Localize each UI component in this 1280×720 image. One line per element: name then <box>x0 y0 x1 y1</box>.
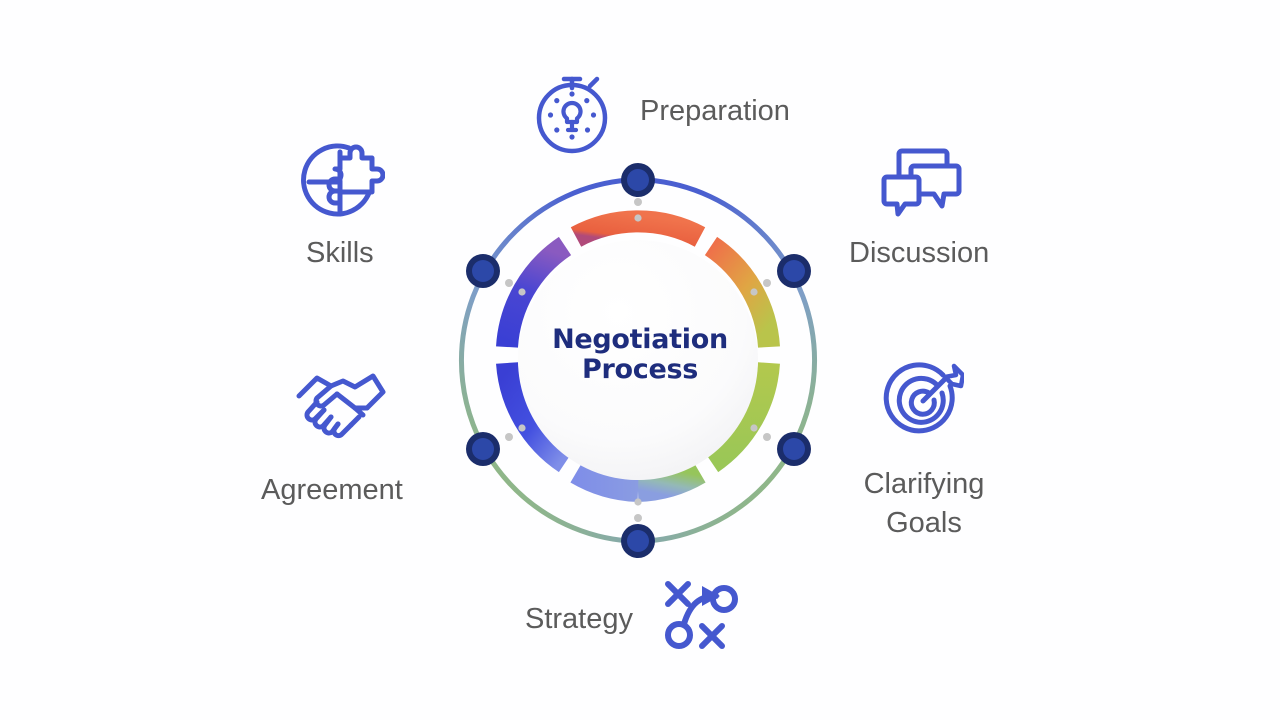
ring-segment-clarifying-goals <box>705 362 780 473</box>
ring-segment-goals-strategy <box>637 463 706 502</box>
label-discussion: Discussion <box>849 237 990 269</box>
label-preparation: Preparation <box>640 95 790 127</box>
ring-segment-preparation <box>570 210 706 247</box>
stopwatch-lightbulb-icon <box>528 64 616 161</box>
node-strategy[interactable] <box>621 524 655 558</box>
node-clarifying-goals[interactable] <box>777 432 811 466</box>
speech-bubbles-icon <box>880 144 962 225</box>
node-discussion[interactable] <box>777 254 811 288</box>
connector-dots <box>505 198 771 522</box>
outer-ring <box>459 177 817 544</box>
ring-segment-agreement <box>496 361 572 473</box>
center-disc <box>518 240 758 480</box>
target-arrow-icon <box>882 360 966 447</box>
puzzle-globe-icon <box>301 138 386 225</box>
label-agreement: Agreement <box>261 474 403 506</box>
ring-segment-strategy <box>570 463 639 502</box>
node-skills[interactable] <box>466 254 500 288</box>
node-agreement[interactable] <box>466 432 500 466</box>
playbook-tactics-icon <box>662 578 742 655</box>
label-strategy: Strategy <box>525 603 633 635</box>
label-skills: Skills <box>306 237 374 269</box>
label-clarifying-goals: Clarifying Goals <box>863 468 985 540</box>
handshake-icon <box>293 368 387 445</box>
process-nodes <box>466 163 811 558</box>
node-preparation[interactable] <box>621 163 655 197</box>
